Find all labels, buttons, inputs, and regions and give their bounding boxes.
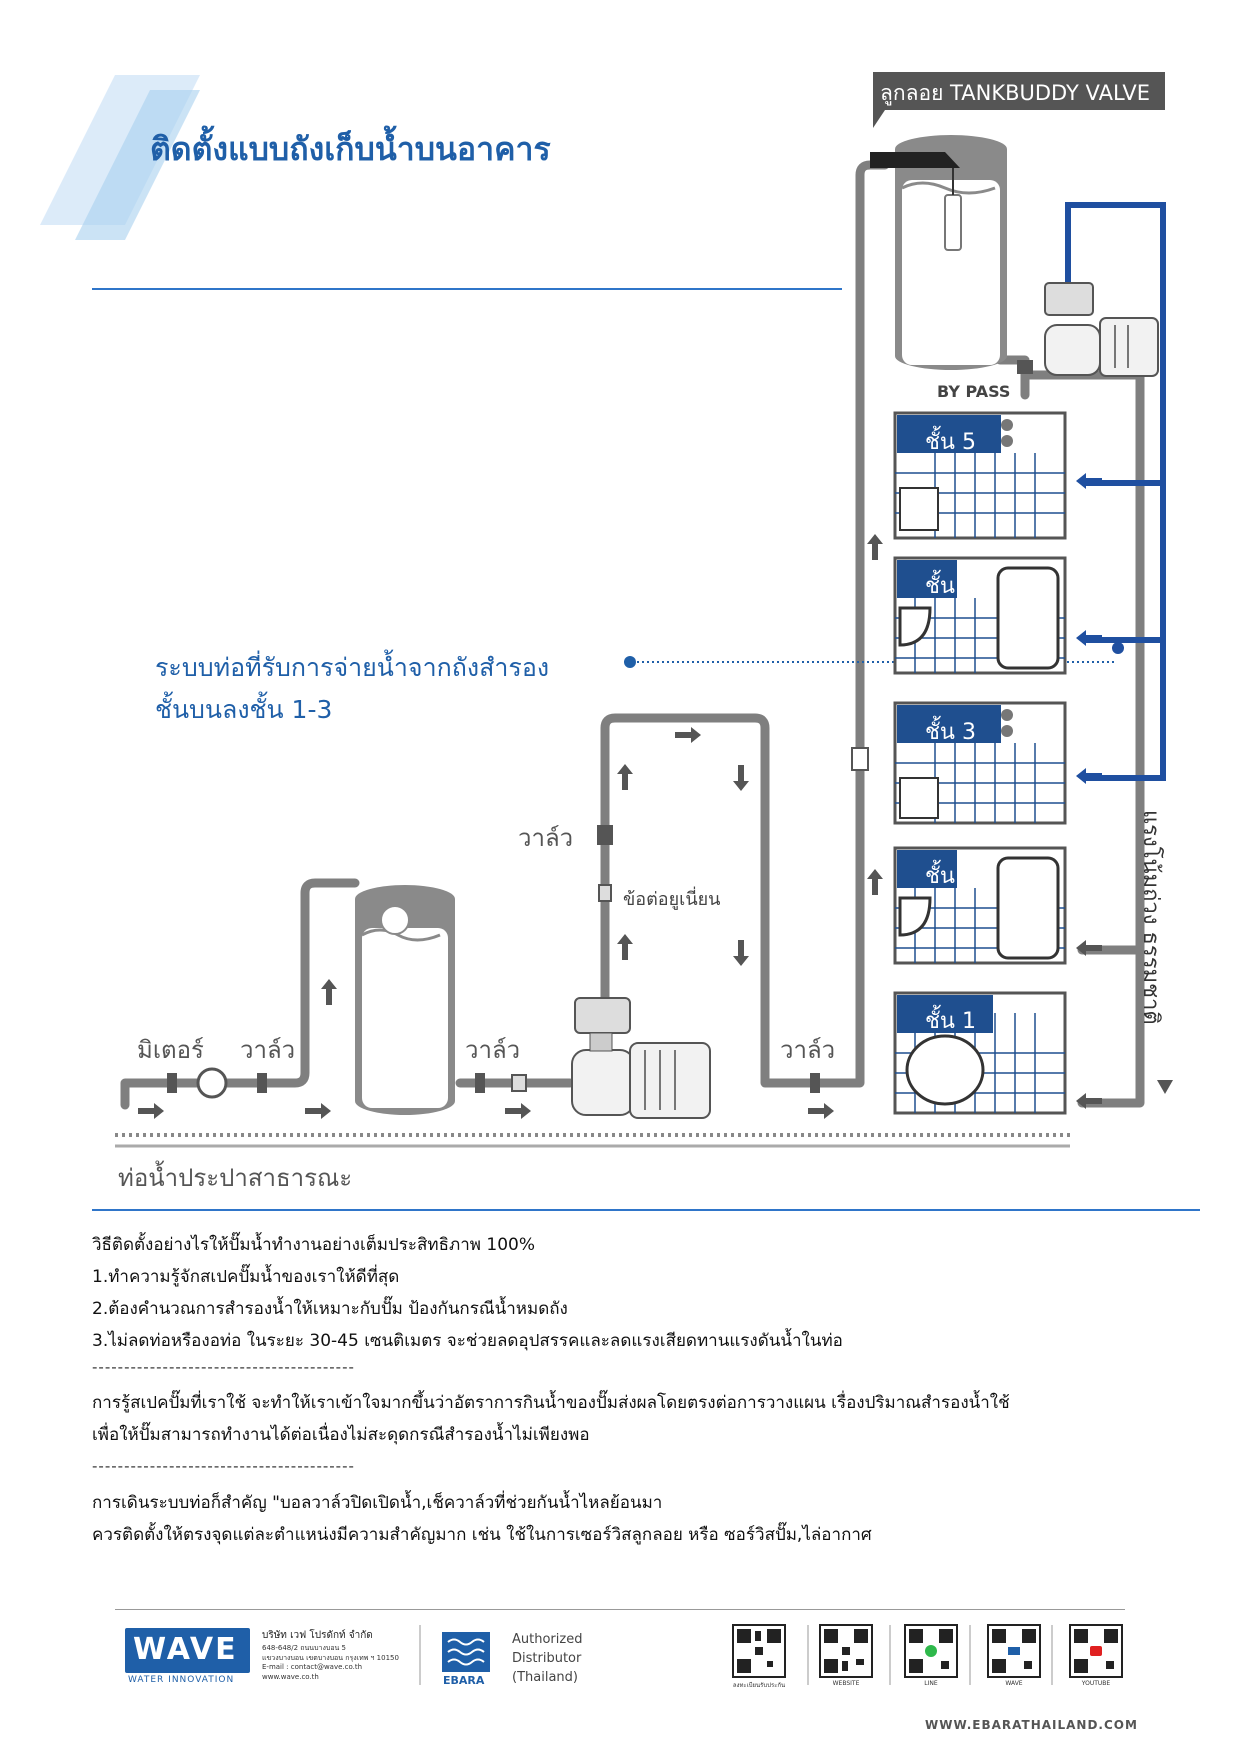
- header-divider: [92, 288, 842, 290]
- company-website: www.wave.co.th: [262, 1673, 319, 1681]
- company-address-1: 648-648/2 ถนนบางบอน 5: [262, 1644, 346, 1652]
- roof-pump: [1044, 282, 1159, 377]
- qr-caption-youtube[interactable]: YOUTUBE: [1081, 1680, 1111, 1687]
- fittings: [167, 360, 1033, 1099]
- tip-2: 2.ต้องคำนวณการสำรองน้ำให้เหมาะกับปั๊ม ป้…: [92, 1299, 568, 1319]
- floors: [893, 411, 1067, 1115]
- floor-5: [893, 411, 1067, 540]
- wave-logo: WAVE: [133, 1632, 238, 1667]
- public-pipe: [115, 1133, 1070, 1148]
- valve-tag: ลูกลอย TANKBUDDY VALVE: [880, 81, 1150, 105]
- flow-arrows: [138, 473, 1173, 1119]
- para2-line2: ควรติดตั้งให้ตรงจุดแต่ละตำแหน่งมีความสำค…: [92, 1525, 872, 1545]
- title-stripes: [40, 75, 200, 240]
- floor-4-label: ชั้น 4: [925, 574, 976, 599]
- floor-5-label: ชั้น 5: [925, 430, 976, 455]
- qr-caption-warranty: ลงทะเบียนรับประกัน: [732, 1682, 786, 1689]
- ground-tank: [355, 885, 455, 1115]
- supply-system-line1: ระบบท่อที่รับการจ่ายน้ำจากถังสำรอง: [155, 653, 550, 682]
- floor-1: [893, 991, 1067, 1115]
- authorized-line2: Distributor: [512, 1651, 582, 1666]
- intro-text: วิธีติดตั้งอย่างไรให้ปั๊มน้ำทำงานอย่างเต…: [92, 1235, 535, 1255]
- company-email: E-mail : contact@wave.co.th: [262, 1663, 363, 1671]
- qr-caption-line[interactable]: LINE: [924, 1680, 938, 1687]
- floor-1-label: ชั้น 1: [925, 1009, 976, 1034]
- floor-2: [893, 846, 1067, 965]
- para1-line2: เพื่อให้ปั๊มสามารถทำงานได้ต่อเนื่องไม่สะ…: [92, 1425, 590, 1445]
- supply-system-line2: ชั้นบนลงชั้น 1-3: [155, 695, 333, 724]
- floor-3-label: ชั้น 3: [925, 720, 976, 745]
- valve-label-riser: วาล์ว: [518, 824, 574, 852]
- tip-3: 3.ไม่ลดท่อหรืองอท่อ ในระยะ 30-45 เซนติเม…: [92, 1331, 843, 1351]
- dash-divider-2: ----------------------------------------…: [92, 1457, 355, 1475]
- gravity-label: แรงโน้มถ่วง ธรรมชาติ: [1138, 810, 1163, 1025]
- wave-tagline: WATER INNOVATION: [128, 1675, 235, 1685]
- footer-graphics: [125, 1625, 1053, 1685]
- footer-divider: [115, 1609, 1125, 1610]
- valve-label-1: วาล์ว: [240, 1036, 296, 1064]
- roof-tank: [870, 135, 1007, 370]
- valve-label-2: วาล์ว: [465, 1036, 521, 1064]
- junction-dot: [1112, 642, 1124, 654]
- tip-1: 1.ทำความรู้จักสเปคปั๊มน้ำของเราให้ดีที่ส…: [92, 1267, 400, 1287]
- floor-3: [893, 701, 1067, 825]
- authorized-line1: Authorized: [512, 1632, 583, 1647]
- content-divider: [92, 1209, 1200, 1211]
- para2-line1: การเดินระบบท่อก็สำคัญ "บอลวาล์วปิดเปิดน้…: [92, 1493, 663, 1513]
- floor-2-label: ชั้น 2: [925, 864, 976, 889]
- para1-line1: การรู้สเปคปั๊มที่เราใช้ จะทำให้เราเข้าใจ…: [92, 1393, 1010, 1413]
- valve-label-3: วาล์ว: [780, 1036, 836, 1064]
- qr-caption-website[interactable]: WEBSITE: [832, 1680, 860, 1687]
- floor-4: [893, 556, 1067, 675]
- company-name: บริษัท เวฟ โปรดักท์ จำกัด: [262, 1630, 373, 1641]
- qr-caption-wave[interactable]: WAVE: [1005, 1680, 1023, 1687]
- ebara-logo: EBARA: [443, 1674, 485, 1687]
- dash-divider-1: ----------------------------------------…: [92, 1358, 355, 1376]
- ground-pump: [571, 997, 711, 1119]
- company-address-2: แขวงบางบอน เขตบางบอน กรุงเทพ ฯ 10150: [262, 1654, 399, 1662]
- valve-tag-bg: [873, 72, 1165, 110]
- public-pipe-label: ท่อน้ำประปาสาธารณะ: [118, 1164, 353, 1192]
- valve-tag-tail: [873, 110, 885, 128]
- authorized-line3: (Thailand): [512, 1670, 578, 1685]
- page-title: ติดตั้งแบบถังเก็บน้ำบนอาคาร: [150, 130, 551, 168]
- union-label: ข้อต่อยูเนี่ยน: [623, 889, 721, 910]
- bypass-label: BY PASS: [937, 382, 1011, 401]
- meter-label: มิเตอร์: [137, 1036, 204, 1064]
- qr-codes: [732, 1624, 1123, 1678]
- callout-dot: [624, 656, 636, 668]
- footer-url[interactable]: WWW.EBARATHAILAND.COM: [925, 1718, 1138, 1732]
